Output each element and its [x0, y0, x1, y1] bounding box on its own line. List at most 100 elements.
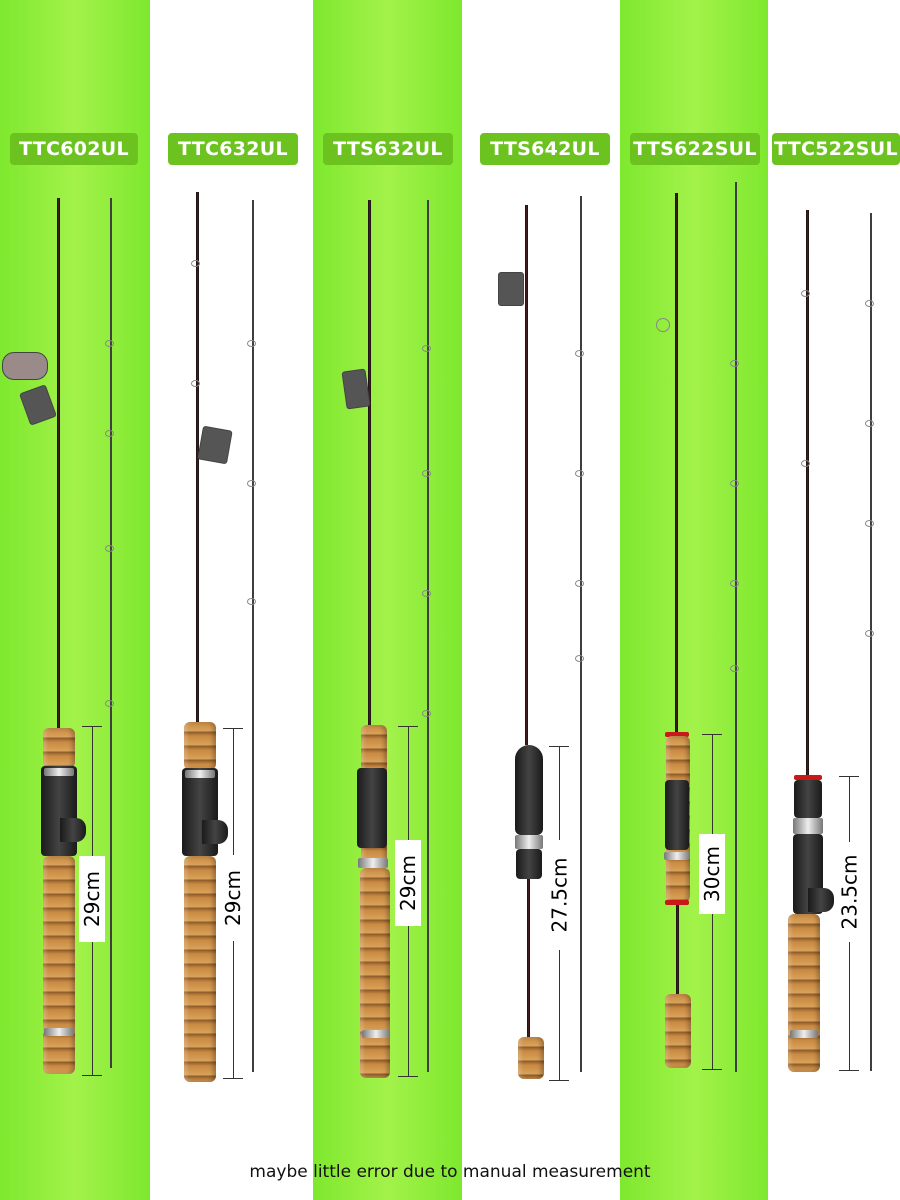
model-label-tts642ul: TTS642UL	[480, 133, 610, 165]
rod-foregrip-eva	[515, 745, 543, 835]
rod-butt-ring	[44, 1028, 74, 1036]
rod-foregrip	[794, 780, 822, 818]
rod-winding	[794, 775, 822, 780]
rod-reel-ring	[793, 818, 823, 834]
measure-cap-bottom	[549, 1080, 569, 1081]
model-label-ttc522sul: TTC522SUL	[772, 133, 900, 165]
grip-length-label: 29cm	[79, 856, 105, 942]
grip-length-label: 29cm	[220, 855, 246, 941]
rod-grip-cork	[184, 856, 216, 1082]
rod-grip-cork	[360, 868, 390, 1078]
column-bg-4	[462, 0, 620, 1200]
rod-reel-ring	[44, 768, 74, 776]
rod-tip-section	[427, 200, 429, 1072]
rod-guide	[730, 665, 739, 672]
rod-guide	[105, 545, 114, 552]
column-bg-5	[620, 0, 768, 1200]
rod-grip-cork	[184, 722, 216, 770]
rod-reel-seat	[41, 766, 77, 856]
rod-guide	[105, 340, 114, 347]
rod-guide	[865, 300, 874, 307]
rod-guide	[865, 520, 874, 527]
rod-butt-ring	[790, 1030, 818, 1038]
rod-blank	[675, 193, 678, 733]
rod-guide	[247, 480, 256, 487]
rod-blank	[368, 200, 371, 725]
rod-tag	[341, 368, 371, 410]
rod-winding	[665, 732, 689, 737]
rod-reel-ring	[358, 858, 388, 868]
rod-tag	[498, 272, 524, 306]
rod-guide	[422, 590, 431, 597]
grip-length-label: 27.5cm	[546, 840, 572, 950]
measure-cap-top	[549, 746, 569, 747]
rod-guide	[575, 350, 584, 357]
measure-cap-top	[223, 728, 243, 729]
rod-guide	[575, 580, 584, 587]
rod-tip-section	[252, 200, 254, 1072]
rod-butt-cork	[665, 994, 691, 1068]
measure-cap-top	[839, 776, 859, 777]
grip-length-label: 29cm	[395, 840, 421, 926]
rod-reel-seat	[357, 768, 387, 848]
rod-blank	[57, 198, 60, 728]
rod-guide	[105, 700, 114, 707]
column-bg-1	[0, 0, 150, 1200]
rod-guide	[575, 470, 584, 477]
rod-butt-ring	[362, 1030, 390, 1038]
rod-guide	[191, 260, 200, 267]
grip-length-label: 30cm	[699, 834, 725, 914]
model-label-tts632ul: TTS632UL	[323, 133, 453, 165]
measure-cap-top	[82, 726, 102, 727]
measure-cap-bottom	[398, 1076, 418, 1077]
rod-tip-section	[735, 182, 737, 1072]
rod-guide	[247, 598, 256, 605]
rod-guide	[422, 710, 431, 717]
rod-tip-section	[870, 213, 872, 1071]
rod-tip-section	[580, 196, 582, 1072]
rod-guide	[656, 318, 670, 332]
rod-trigger	[60, 818, 86, 842]
rod-guide	[730, 580, 739, 587]
rod-guide	[865, 420, 874, 427]
rod-grip-cork	[43, 728, 75, 768]
rod-blank	[806, 210, 809, 775]
rod-guide	[801, 460, 810, 467]
measure-cap-bottom	[82, 1075, 102, 1076]
measure-cap-top	[702, 734, 722, 735]
rod-reel-seat	[665, 780, 689, 850]
model-label-ttc602ul: TTC602UL	[10, 133, 138, 165]
rod-guide	[865, 630, 874, 637]
measure-cap-bottom	[702, 1069, 722, 1070]
model-label-tts622sul: TTS622SUL	[630, 133, 760, 165]
rod-reel-ring	[515, 835, 543, 849]
rod-butt-cork	[518, 1037, 544, 1079]
rod-reel-ring	[664, 852, 690, 860]
rod-guide	[730, 480, 739, 487]
column-bg-2	[150, 0, 313, 1200]
rod-reel-ring	[185, 770, 215, 778]
rod-guide	[105, 430, 114, 437]
rod-guide	[575, 655, 584, 662]
rod-tag	[2, 352, 48, 380]
rod-guide	[422, 345, 431, 352]
rod-tag	[197, 425, 233, 465]
model-label-ttc632ul: TTC632UL	[168, 133, 298, 165]
rod-guide	[801, 290, 810, 297]
rod-blank	[525, 205, 528, 745]
rod-guide	[422, 470, 431, 477]
rod-reel-seat	[516, 849, 542, 879]
rod-guide	[247, 340, 256, 347]
rod-guide	[730, 360, 739, 367]
measure-cap-bottom	[223, 1078, 243, 1079]
rod-handle-shaft	[676, 905, 679, 995]
rod-trigger	[202, 820, 228, 844]
rod-guide	[191, 380, 200, 387]
measure-cap-top	[398, 726, 418, 727]
measure-cap-bottom	[839, 1070, 859, 1071]
rod-grip-cork	[788, 914, 820, 1072]
rod-winding	[665, 900, 689, 905]
rod-tip-section	[110, 198, 112, 1068]
rod-handle-shaft	[527, 879, 530, 1037]
grip-length-label: 23.5cm	[836, 842, 862, 942]
